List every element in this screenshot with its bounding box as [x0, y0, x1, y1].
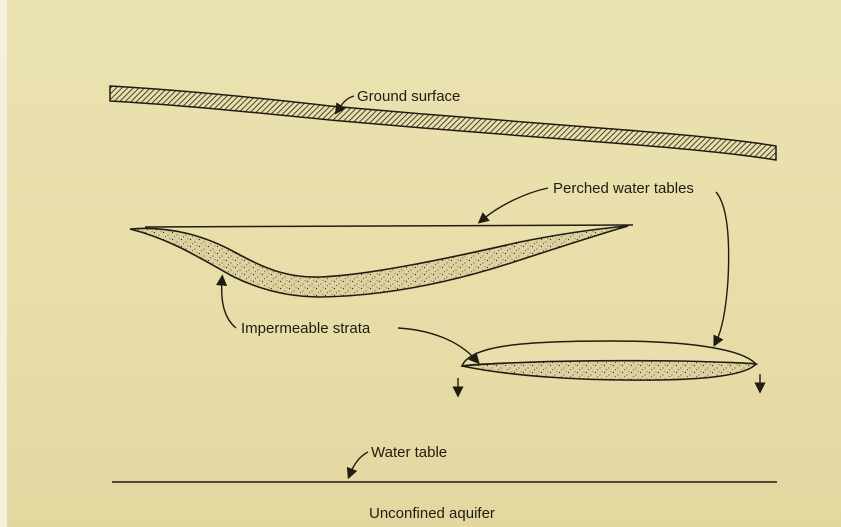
upper-impermeable-stratum	[130, 226, 628, 297]
label-impermeable-strata: Impermeable strata	[241, 320, 371, 337]
water-table-leader	[350, 452, 368, 474]
impermeable-strata-leader-up	[222, 280, 236, 328]
label-water-table: Water table	[371, 444, 447, 461]
label-ground-surface: Ground surface	[357, 88, 460, 105]
label-perched-water-tables: Perched water tables	[553, 180, 694, 197]
upper-perched-water-table-line	[145, 225, 633, 227]
perched-water-tables-leader-right	[716, 192, 729, 342]
impermeable-strata-leader-right	[398, 328, 476, 360]
perched-water-tables-leader-left	[482, 188, 548, 220]
label-unconfined-aquifer: Unconfined aquifer	[369, 505, 495, 522]
lower-impermeable-stratum	[462, 361, 756, 380]
